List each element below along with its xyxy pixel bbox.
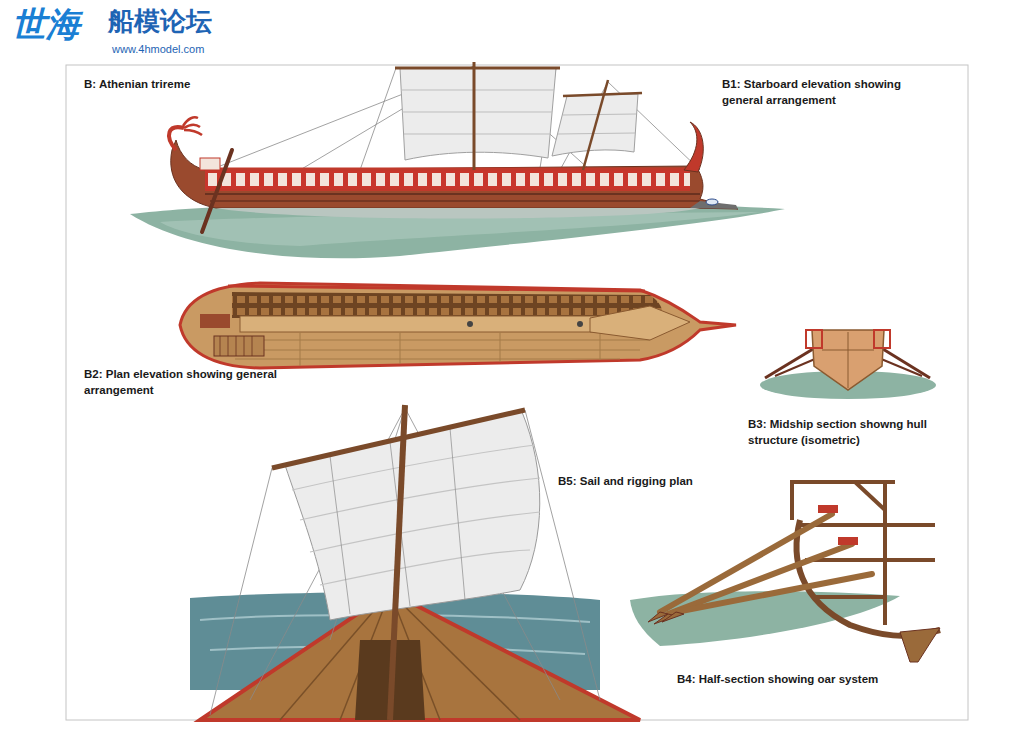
figure-caption: B4: Half-section showing oar system bbox=[677, 672, 878, 688]
midship-section bbox=[760, 330, 936, 399]
figure-caption: B5: Sail and rigging plan bbox=[558, 474, 693, 490]
logo-mark: 世海 bbox=[12, 2, 80, 48]
sail-rigging-view bbox=[190, 405, 640, 720]
starboard-elevation bbox=[130, 62, 785, 258]
figure-caption: B3: Midship section showng hull structur… bbox=[748, 417, 938, 448]
figure-caption: B1: Starboard elevation showing general … bbox=[722, 77, 917, 108]
watermark: 船模论坛 bbox=[108, 4, 212, 39]
figure-caption: B2: Plan elevation showing general arran… bbox=[84, 367, 279, 398]
plate-title: B: Athenian trireme bbox=[84, 77, 190, 93]
plate-frame bbox=[66, 65, 968, 720]
watermark-url: www.4hmodel.com bbox=[112, 42, 204, 57]
plan-elevation bbox=[180, 283, 736, 368]
half-section-oar-system bbox=[630, 480, 940, 662]
